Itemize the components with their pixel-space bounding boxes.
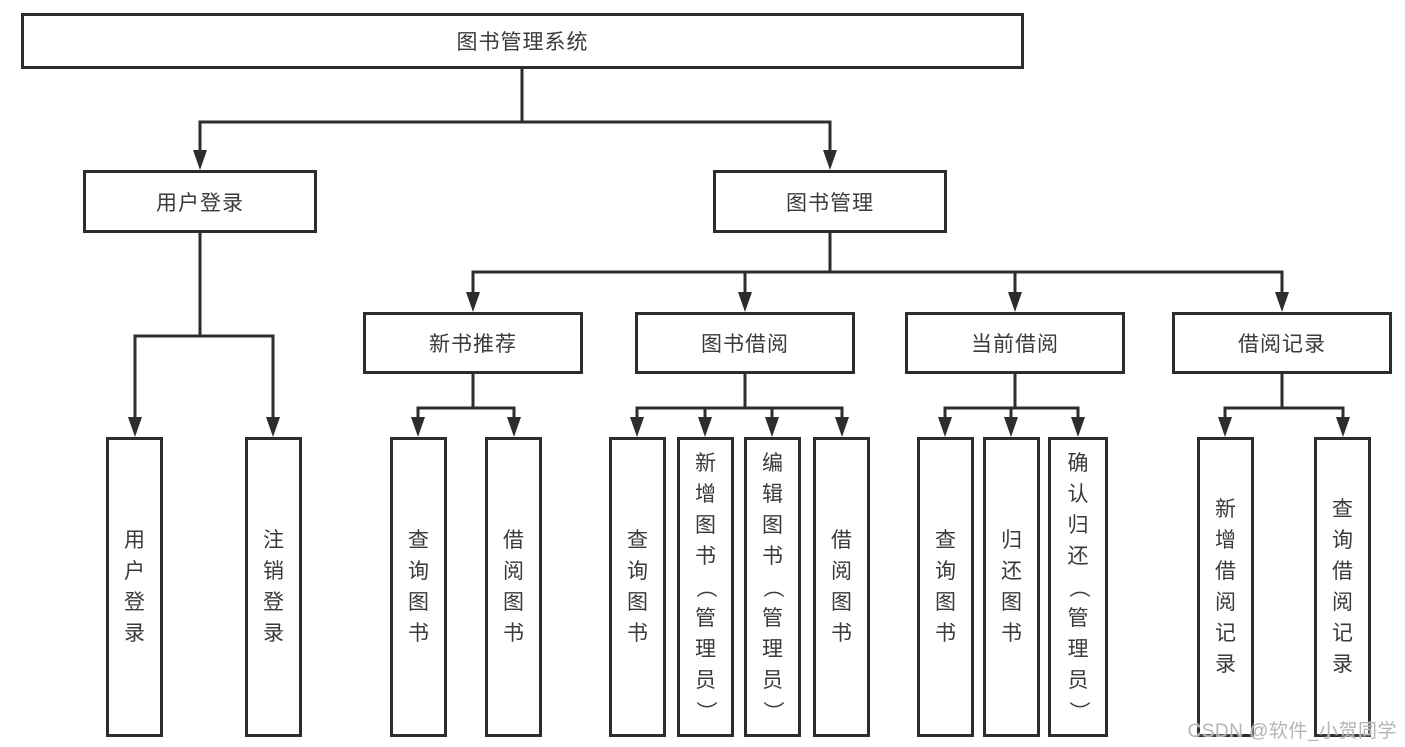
leaf-borrow-book-2: 借阅图书 xyxy=(813,437,870,737)
leaf-confirm-return-admin: 确认归还（管理员） xyxy=(1048,437,1108,737)
leaf-borrow-book-1: 借阅图书 xyxy=(485,437,542,737)
leaf-add-borrow-record: 新增借阅记录 xyxy=(1197,437,1254,737)
node-current-borrow: 当前借阅 xyxy=(905,312,1125,374)
leaf-logout: 注销登录 xyxy=(245,437,302,737)
leaf-return-book: 归还图书 xyxy=(983,437,1040,737)
node-label: 当前借阅 xyxy=(971,333,1059,356)
leaf-query-book-2: 查询图书 xyxy=(609,437,666,737)
node-label: 图书管理系统 xyxy=(456,31,589,54)
leaf-user-login: 用户登录 xyxy=(106,437,163,737)
node-borrow-record: 借阅记录 xyxy=(1172,312,1392,374)
leaf-query-book-3: 查询图书 xyxy=(917,437,974,737)
node-root-system: 图书管理系统 xyxy=(21,13,1024,69)
node-book-borrow: 图书借阅 xyxy=(635,312,855,374)
leaf-query-book-1: 查询图书 xyxy=(390,437,447,737)
node-label: 新书推荐 xyxy=(429,333,517,356)
node-user-login: 用户登录 xyxy=(83,170,317,233)
node-label: 图书管理 xyxy=(786,191,874,215)
node-label: 图书借阅 xyxy=(701,333,789,356)
leaf-add-book-admin: 新增图书（管理员） xyxy=(677,437,734,737)
csdn-watermark: CSDN @软件_小贺同学 xyxy=(1187,721,1397,742)
node-label: 用户登录 xyxy=(156,191,244,215)
node-new-book-recommend: 新书推荐 xyxy=(363,312,583,374)
leaf-edit-book-admin: 编辑图书（管理员） xyxy=(744,437,801,737)
leaf-query-borrow-record: 查询借阅记录 xyxy=(1314,437,1371,737)
node-label: 借阅记录 xyxy=(1238,333,1326,356)
node-book-management: 图书管理 xyxy=(713,170,947,233)
